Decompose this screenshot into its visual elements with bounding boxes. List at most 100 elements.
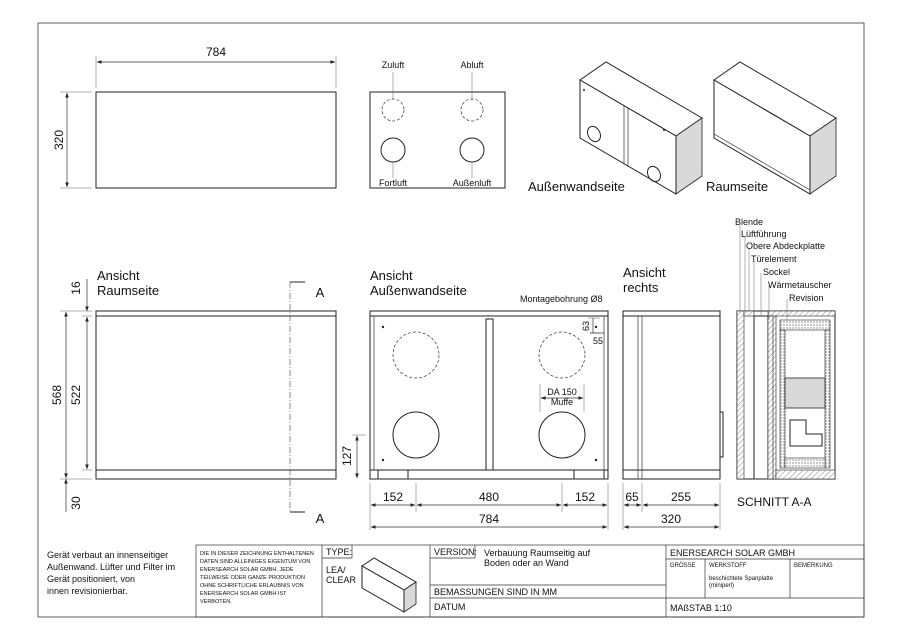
top-view: 784 320 (52, 45, 337, 189)
werkstoff-value-2: (miniperl) (709, 583, 734, 589)
front-view-title-2: Raumseite (97, 283, 159, 298)
front-view-base (95, 469, 337, 480)
dim-568: 568 (50, 385, 64, 405)
drill-hole-2 (594, 325, 598, 329)
note-line-3: Gerät positioniert, von (47, 574, 135, 584)
note-line-4: innen revisionierbar. (47, 586, 128, 596)
iso-view-inner: Raumseite (706, 61, 837, 195)
version-value-1: Verbauung Raumseitig auf (484, 548, 591, 558)
werkstoff-label: WERKSTOFF (709, 563, 747, 569)
dim-320-side: 320 (661, 512, 681, 526)
type-thumbnail (361, 557, 417, 613)
back-view-foot-left (377, 469, 409, 480)
port-fortluft (380, 137, 406, 163)
datum-label: DATUM (434, 602, 465, 612)
dim-127: 127 (340, 446, 354, 466)
section-label-sockel: Sockel (763, 267, 790, 277)
port-dashed-right (538, 331, 586, 379)
werkstoff-value-1: beschichtete Spanplatte (709, 576, 774, 582)
muffe-label: Muffe (551, 397, 573, 407)
disclaimer-line-6: ENERSEARCH SOLAR GMBH IST (200, 591, 287, 597)
drill-hole-3 (381, 458, 385, 462)
back-view-foot-right (573, 469, 605, 480)
dim-152-right: 152 (575, 490, 595, 504)
note-line-1: Gerät verbaut an innenseitiger (47, 550, 168, 560)
type-value-2: CLEAR (326, 575, 357, 585)
port-aussenluft (459, 137, 485, 163)
section-label-waermetauscher: Wärmetauscher (768, 280, 832, 290)
dim-784-top: 784 (206, 45, 226, 59)
side-view-base (622, 469, 721, 480)
section-title: SCHNITT A-A (737, 495, 811, 509)
note-line-2: Außenwand. Lüfter und Filter im (47, 562, 175, 572)
side-view: Ansicht rechts 65 255 320 (622, 265, 724, 530)
title-block: DIE IN DIESER ZEICHNUNG ENTHALTENEN DATE… (195, 544, 865, 618)
dim-65: 65 (625, 490, 639, 504)
back-view-base (369, 469, 609, 480)
da-150-label: DA 150 (547, 387, 577, 397)
type-value-1: LEA/ (326, 565, 346, 575)
port-dashed-left (392, 331, 440, 379)
back-view: Ansicht Außenwandseite Montagebohrung Ø8… (340, 268, 609, 530)
front-view-body (95, 315, 337, 471)
section-mark-bottom: A (316, 511, 325, 526)
type-label: TYPE: (326, 547, 352, 557)
groesse-label: GRÖSSE (670, 562, 696, 569)
port-solid-left (392, 411, 440, 459)
front-view: Ansicht Raumseite A A 16 568 522 30 (50, 268, 337, 526)
dim-522: 522 (69, 385, 83, 405)
port-abluft (460, 98, 484, 122)
company-name: ENERSEARCH SOLAR GMBH (670, 548, 795, 558)
back-view-divider (485, 318, 494, 471)
section-view: Blende Lüftführung Obere Abdeckplatte Tü… (735, 217, 836, 509)
notes: Gerät verbaut an innenseitiger Außenwand… (47, 550, 175, 596)
port-view-outline (369, 91, 506, 189)
bemerkung-label: BEMERKUNG (794, 563, 833, 569)
section-label-tuerelement: Türelement (751, 254, 797, 264)
version-value-2: Boden oder an Wand (484, 558, 569, 568)
iso-port-upper (587, 125, 601, 143)
disclaimer-line-5: OHNE SCHRIFTLICHE ERLAUBNIS VON (200, 583, 304, 589)
top-view-outline (95, 91, 337, 189)
version-label: VERSION: (434, 547, 477, 557)
side-view-title-2: rechts (623, 280, 659, 295)
label-zuluft: Zuluft (382, 60, 405, 70)
disclaimer-line-7: VERBOTEN. (200, 599, 232, 605)
dim-16: 16 (69, 281, 83, 295)
dim-30: 30 (69, 496, 83, 510)
dims-note: BEMASSUNGEN SIND IN MM (434, 587, 557, 597)
front-view-top-plate (95, 310, 337, 317)
dim-480: 480 (479, 490, 499, 504)
iso-port-lower (647, 165, 661, 183)
dim-320-top: 320 (52, 130, 66, 150)
section-label-blende: Blende (735, 217, 763, 227)
label-aussenluft: Außenluft (453, 178, 492, 188)
section-leaders (739, 225, 788, 320)
section-label-revision: Revision (789, 293, 824, 303)
disclaimer-line-4: TEILWEISE ODER GANZE PRODUKTION (200, 575, 305, 581)
dim-255: 255 (671, 490, 691, 504)
label-fortluft: Fortluft (379, 178, 408, 188)
back-view-title-2: Außenwandseite (370, 283, 467, 298)
back-view-top-plate (369, 310, 609, 317)
iso-view-outer: Außenwandseite (528, 61, 703, 195)
back-view-title-1: Ansicht (370, 268, 413, 283)
section-mark-top: A (316, 285, 325, 300)
iso-outer-label: Außenwandseite (528, 179, 625, 194)
section-label-abdeckplatte: Obere Abdeckplatte (746, 241, 825, 251)
port-zuluft (381, 98, 405, 122)
side-view-top-plate (622, 310, 721, 317)
section-label-luftfuehrung: Lüftführung (741, 229, 787, 239)
side-view-body (622, 315, 721, 471)
drill-hole-1 (381, 325, 385, 329)
drill-hole-4 (594, 458, 598, 462)
dim-784-bottom: 784 (479, 512, 499, 526)
scale-label: MAßSTAB 1:10 (670, 603, 732, 613)
drill-hole-label: Montagebohrung Ø8 (520, 294, 603, 304)
iso-inner-label: Raumseite (706, 179, 768, 194)
disclaimer-line-3: ENERSEARCH SOLAR GMBH. JEDE (200, 567, 294, 573)
label-abluft: Abluft (460, 60, 484, 70)
dim-63: 63 (581, 321, 591, 331)
disclaimer-line-1: DIE IN DIESER ZEICHNUNG ENTHALTENEN (200, 551, 314, 557)
